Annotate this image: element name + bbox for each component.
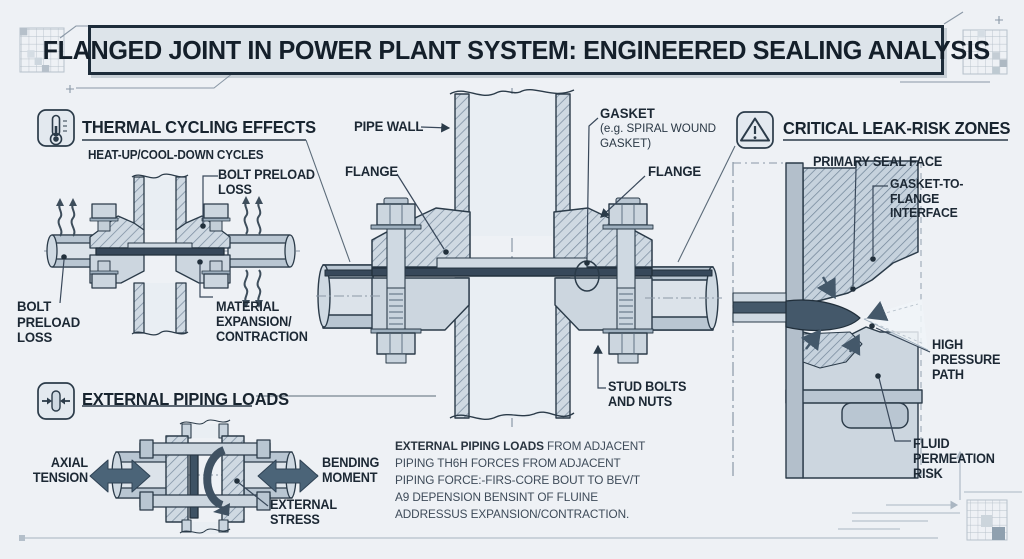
leak-zone-closeup — [732, 160, 929, 479]
thermal-joint-diagram — [44, 173, 300, 336]
warning-triangle-icon — [736, 111, 774, 149]
leader-lines — [59, 117, 931, 507]
label-external-stress: EXTERNAL STRESS — [270, 497, 337, 528]
compress-arrows-icon — [37, 382, 75, 420]
label-bolt-preload-loss-top: BOLT PRELOAD LOSS — [218, 167, 315, 198]
label-axial-tension: AXIAL TENSION — [32, 455, 88, 486]
label-stud-bolts: STUD BOLTS AND NUTS — [608, 379, 687, 410]
bending-arrow — [257, 459, 319, 493]
section-rules — [82, 139, 1008, 407]
circuit-trace-lines — [838, 450, 1022, 530]
thermal-subheading: HEAT-UP/COOL-DOWN CYCLES — [88, 148, 264, 162]
label-flange-left: FLANGE — [345, 163, 398, 179]
note-lead: EXTERNAL PIPING LOADS — [395, 439, 544, 453]
heat-wave-arrows — [56, 196, 263, 308]
label-gasket-interface: GASKET-TO- FLANGE INTERFACE — [890, 176, 964, 221]
loads-heading: EXTERNAL PIPING LOADS — [82, 389, 289, 409]
label-gasket-sub: (e.g. SPIRAL WOUND GASKET) — [600, 121, 717, 150]
title-banner: FLANGED JOINT IN POWER PLANT SYSTEM: ENG… — [42, 25, 990, 75]
bottom-divider — [19, 535, 938, 541]
pressure-arrows — [800, 276, 889, 356]
label-gasket-title: GASKET — [600, 105, 655, 121]
leak-heading: CRITICAL LEAK-RISK ZONES — [783, 118, 1011, 138]
axial-arrow — [89, 459, 151, 493]
corner-grid-bottom-right-icon — [966, 499, 1008, 541]
label-bending-moment: BENDING MOMENT — [322, 455, 380, 486]
corner-connector-lines — [59, 11, 1003, 93]
note-body: FROM ADJACENT PIPING TH6H FORCES FROM AD… — [395, 439, 646, 522]
label-high-pressure-path: HIGH PRESSURE PATH — [932, 337, 1001, 383]
main-flange-cross-section — [316, 88, 722, 430]
page-title: FLANGED JOINT IN POWER PLANT SYSTEM: ENG… — [42, 34, 990, 65]
label-pipe-wall: PIPE WALL — [354, 118, 424, 134]
piping-loads-diagram — [89, 419, 319, 534]
label-gasket: GASKET (e.g. SPIRAL WOUND GASKET) — [600, 105, 717, 150]
bending-curve-arrow — [203, 446, 226, 509]
label-flange-right: FLANGE — [648, 163, 701, 179]
label-material-expansion: MATERIAL EXPANSION/ CONTRACTION — [216, 299, 308, 345]
external-loads-note: EXTERNAL PIPING LOADS FROM ADJACENT PIPI… — [395, 438, 709, 524]
corner-grid-top-right-icon — [962, 29, 1008, 75]
label-fluid-permeation-risk: FLUID PERMEATION RISK — [913, 436, 995, 482]
thermometer-icon — [37, 109, 75, 147]
leader-dots — [61, 223, 881, 484]
label-primary-seal-face: PRIMARY SEAL FACE — [813, 154, 943, 169]
thermal-heading: THERMAL CYCLING EFFECTS — [82, 117, 316, 137]
label-bolt-preload-loss-bottom: BOLT PRELOAD LOSS — [17, 298, 81, 346]
corner-grid-top-left-icon — [19, 27, 65, 73]
